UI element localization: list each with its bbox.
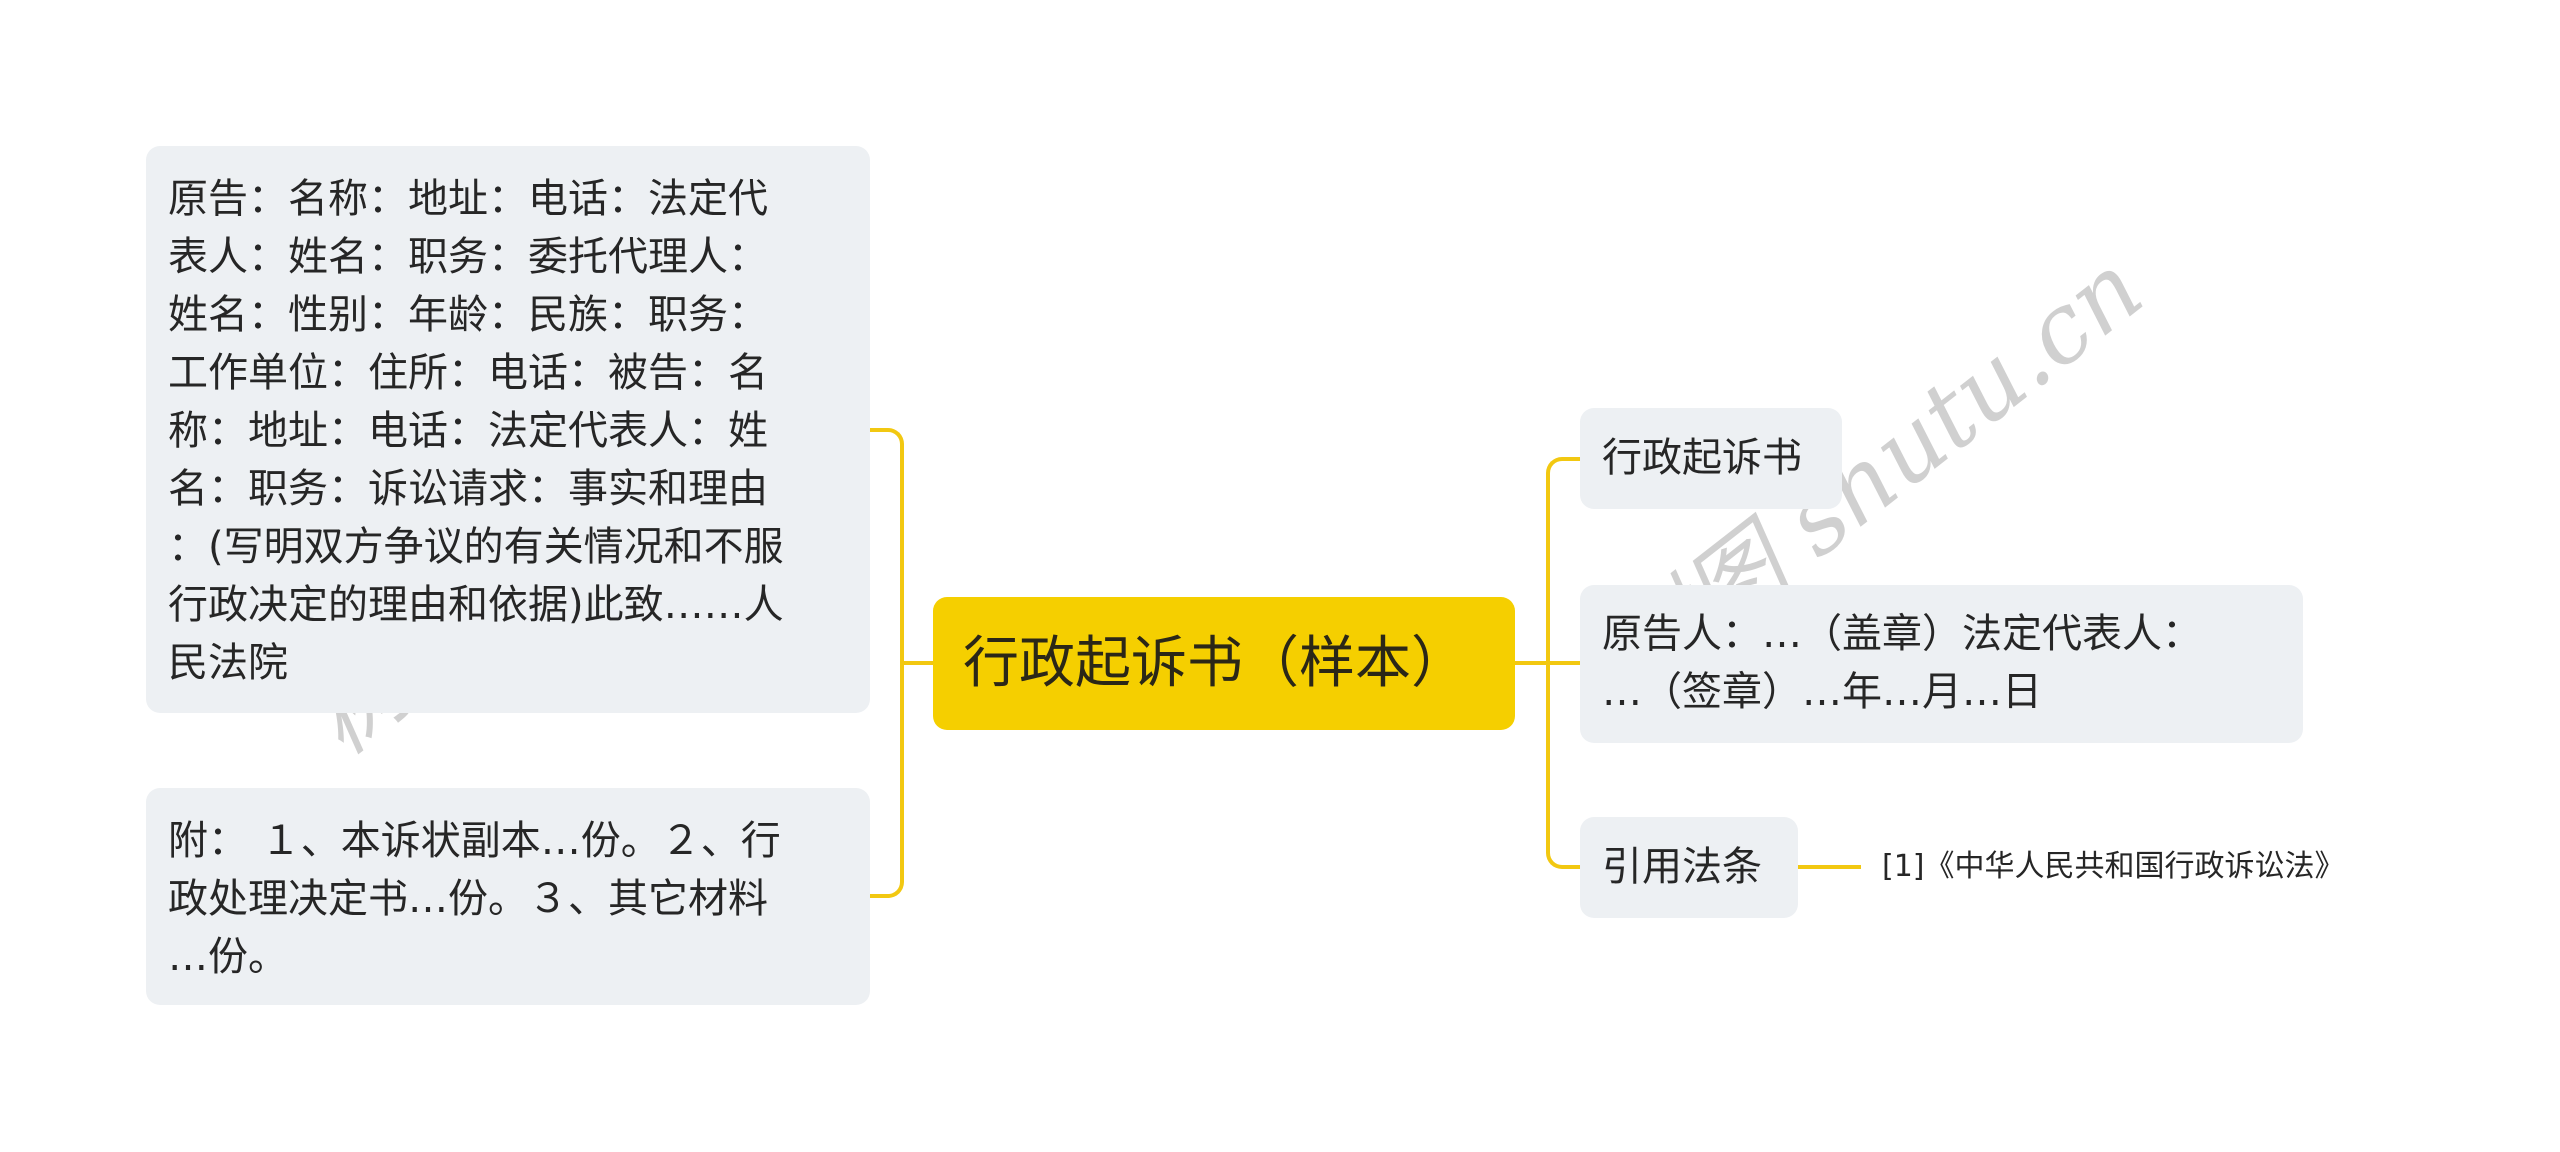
connector-left-vertical bbox=[900, 466, 904, 864]
connector-citation bbox=[1798, 865, 1861, 869]
topic-cited-law-label: 引用法条 bbox=[1602, 844, 1762, 890]
connector-right-top bbox=[1546, 457, 1580, 497]
topic-plaintiff-details-label: 原告：名称：地址：电话：法定代 表人：姓名：职务：委托代理人： 姓名：性别：年龄… bbox=[168, 176, 784, 686]
topic-signature-label: 原告人：…（盖章）法定代表人： …（签章）…年…月…日 bbox=[1602, 611, 2202, 715]
topic-plaintiff-details[interactable]: 原告：名称：地址：电话：法定代 表人：姓名：职务：委托代理人： 姓名：性别：年龄… bbox=[146, 146, 870, 713]
topic-attachments[interactable]: 附： １、本诉状副本…份。２、行 政处理决定书…份。３、其它材料 …份。 bbox=[146, 788, 870, 1005]
topic-title[interactable]: 行政起诉书 bbox=[1580, 408, 1842, 509]
connector-left-top bbox=[870, 428, 904, 468]
topic-title-label: 行政起诉书 bbox=[1602, 435, 1802, 481]
topic-cited-law[interactable]: 引用法条 bbox=[1580, 817, 1798, 918]
connector-right-bottom bbox=[1546, 831, 1580, 869]
connector-right-vertical bbox=[1546, 495, 1550, 835]
connector-left-stem bbox=[900, 661, 933, 665]
citation-administrative-litigation-law[interactable]: [1]《中华人民共和国行政诉讼法》 bbox=[1882, 849, 2345, 884]
central-topic[interactable]: 行政起诉书（样本） bbox=[933, 597, 1515, 730]
topic-signature[interactable]: 原告人：…（盖章）法定代表人： …（签章）…年…月…日 bbox=[1580, 585, 2303, 743]
connector-left-bottom bbox=[870, 860, 904, 898]
central-topic-label: 行政起诉书（样本） bbox=[963, 631, 1467, 696]
topic-attachments-label: 附： １、本诉状副本…份。２、行 政处理决定书…份。３、其它材料 …份。 bbox=[168, 818, 781, 980]
